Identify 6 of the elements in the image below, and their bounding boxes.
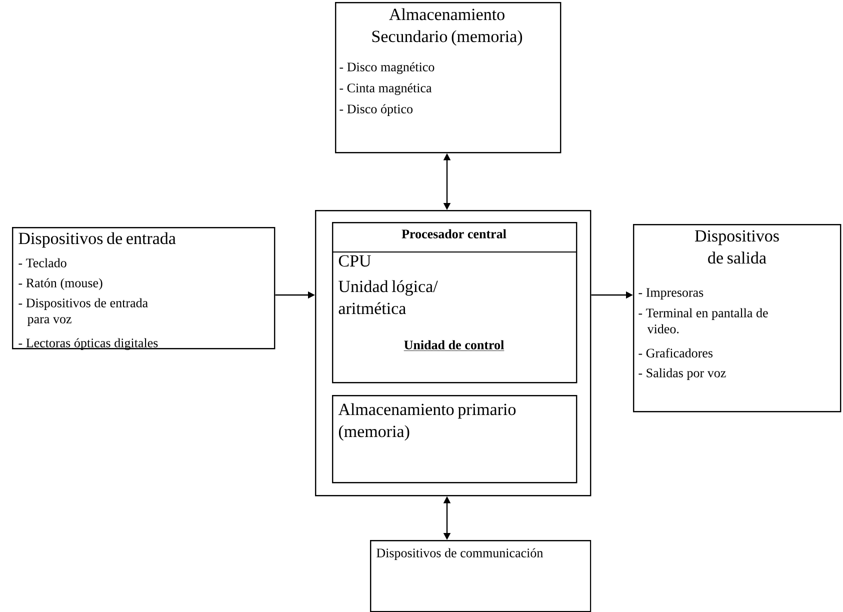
input-box: Dispositivos de entrada - Teclado - Ratón (mouse) - Dispositivos de entrada para voz - Lectoras ópticas digitales <box>12 227 276 350</box>
communication-box: Dispositivos de communicación <box>370 540 592 612</box>
output-box: Dispositivos de salida - Impresoras - Terminal en pantalla de video. - Graficadores - Salidas por voz <box>633 224 842 412</box>
storage-box: Almacenamiento Secundario (memoria) - Disco magnético - Cinta magnética - Disco óptico <box>335 2 562 154</box>
processor-box: Procesador central CPU Unidad lógica/ aritmética Unidad de control <box>332 222 578 384</box>
storage-box: Almacenamiento primario (memoria) <box>332 395 578 484</box>
